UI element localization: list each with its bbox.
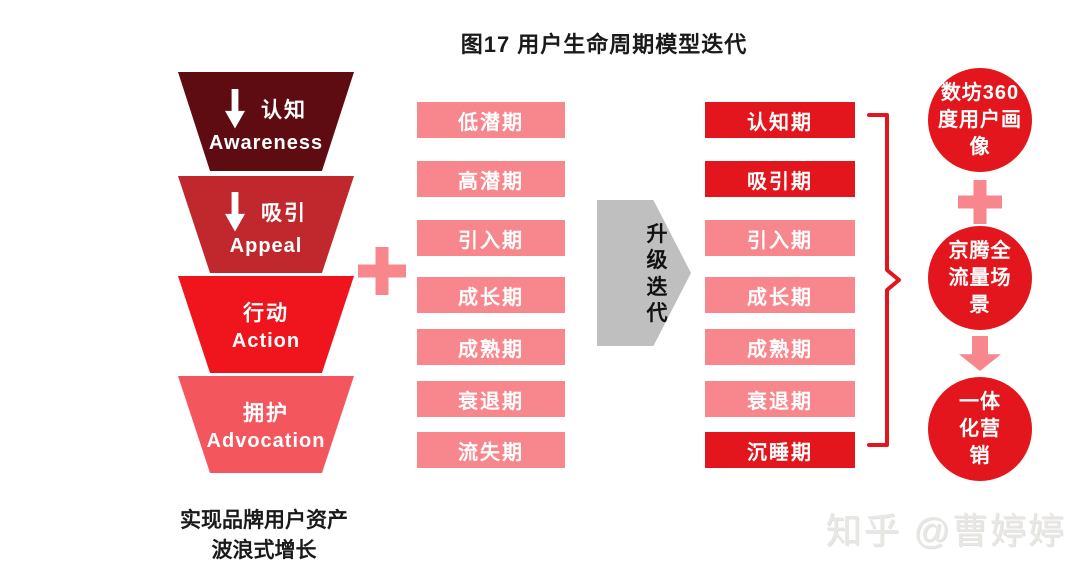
new-stage-box: 认知期 [705,102,855,138]
new-stage-box: 沉睡期 [705,432,855,468]
funnel-caption-line2: 波浪式增长 [211,539,317,563]
down-arrow-icon [225,88,245,129]
funnel-caption-line1: 实现品牌用户资产 [180,509,348,532]
old-stage-box: 低潜期 [417,102,565,138]
circle-line: 一体 [959,390,1001,413]
circle-line: 京腾全 [948,239,1012,262]
funnel-stage-shape [178,176,354,273]
bracket [867,113,901,447]
circle-line: 景 [969,293,991,316]
transition-arrow-label: 升级迭代 [646,223,668,325]
circle-line: 销 [969,444,991,467]
new-stage-box: 成长期 [705,277,855,313]
circle-line: 化营 [959,417,1001,440]
old-stage-box: 衰退期 [417,381,565,417]
funnel-caption: 实现品牌用户资产 波浪式增长 [139,506,389,567]
zhihu-watermark: 知乎 @曹婷婷 [825,510,1066,551]
circle-jingteng-traffic: 京腾全 流量场 景 [928,226,1032,330]
stage-label-zh: 认知 [261,98,307,122]
funnel-stage-advocation: 拥护 Advocation [178,376,354,473]
new-stage-box: 成熟期 [705,329,855,365]
down-arrow-icon [959,336,1001,371]
circle-line: 度用户画 [938,108,1022,131]
stage-label-zh: 吸引 [261,201,307,225]
old-stage-box: 成长期 [417,277,565,313]
down-arrow-icon [225,191,245,232]
funnel-stage-action: 行动 Action [178,276,354,373]
circle-line: 流量场 [948,266,1012,289]
plus-icon [958,180,1002,224]
funnel-stage-shape [178,276,354,373]
new-stage-box: 吸引期 [705,161,855,197]
circle-shufang-360: 数坊360 度用户画 像 [928,68,1032,172]
old-stage-box: 流失期 [417,432,565,468]
new-stage-box: 衰退期 [705,381,855,417]
funnel-stage-shape [178,72,354,171]
circle-integrated-marketing: 一体 化营 销 [928,377,1032,481]
new-stage-box: 引入期 [705,220,855,256]
circle-line: 数坊360 [940,81,1020,104]
stage-label-en: Awareness [208,131,324,154]
stage-label-en: Action [231,329,301,352]
stage-label-zh: 拥护 [243,401,289,425]
old-stage-box: 高潜期 [417,161,565,197]
old-stage-box: 成熟期 [417,329,565,365]
stage-label-zh: 行动 [243,301,289,325]
figure-title: 图17 用户生命周期模型迭代 [460,32,748,57]
right-arrow-shape [597,200,691,346]
circle-line: 像 [969,135,991,158]
plus-icon [358,247,406,295]
funnel-stage-appeal: 吸引 Appeal [178,176,354,273]
funnel-stage-shape [178,376,354,473]
old-stage-box: 引入期 [417,220,565,256]
funnel-stage-awareness: 认知 Awareness [178,72,354,171]
stage-label-en: Advocation [206,429,326,452]
stage-label-en: Appeal [229,234,303,257]
